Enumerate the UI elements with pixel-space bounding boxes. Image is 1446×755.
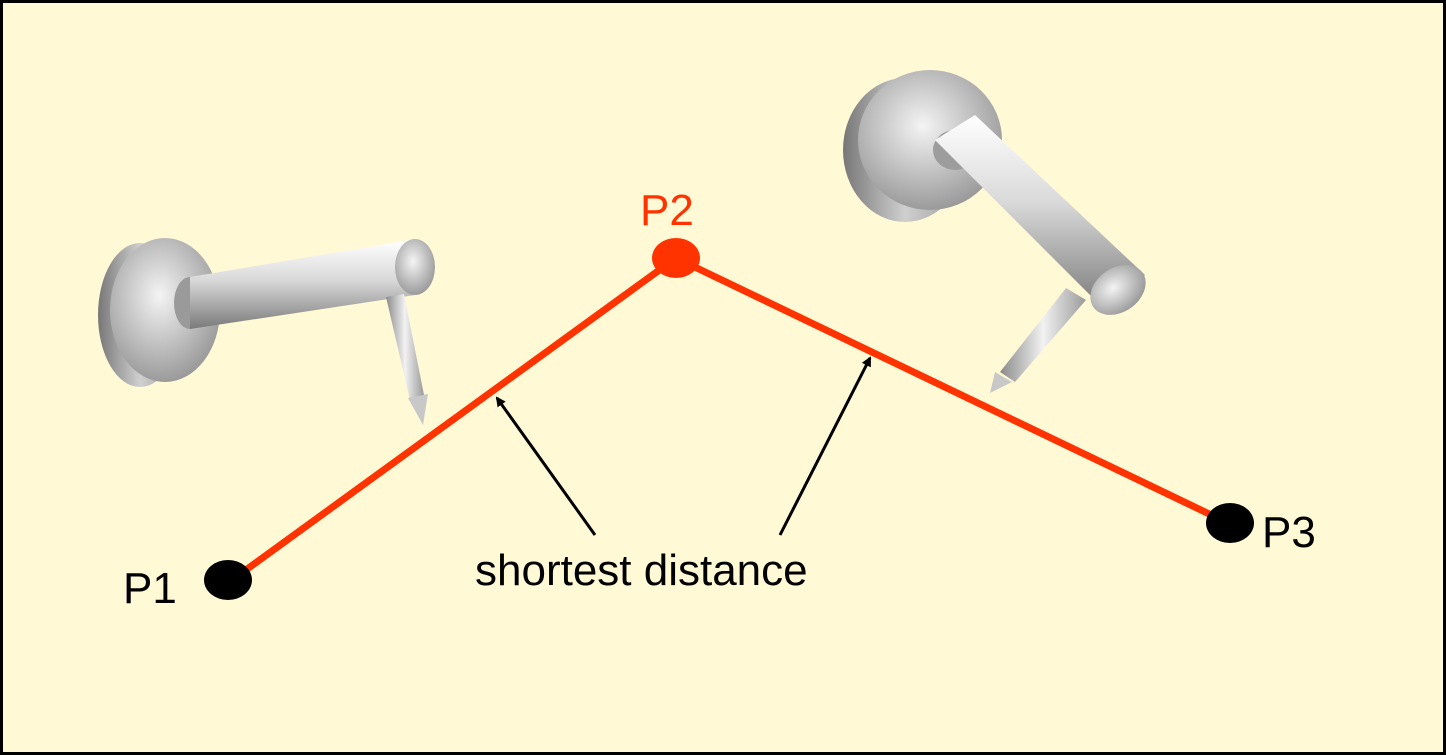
point-p1-marker	[204, 560, 252, 600]
annotation-label: shortest distance	[475, 546, 808, 595]
point-p1-label: P1	[123, 564, 177, 613]
annotation-arrow-left	[495, 396, 597, 536]
point-p3-marker	[1206, 503, 1254, 543]
robot-arm-left-icon	[98, 238, 435, 425]
point-p2-marker	[652, 238, 700, 278]
point-p3-label: P3	[1262, 508, 1316, 557]
robot-arm-right-icon	[843, 70, 1146, 393]
point-p2-label: P2	[640, 186, 694, 235]
annotation-arrow-right	[778, 356, 872, 536]
